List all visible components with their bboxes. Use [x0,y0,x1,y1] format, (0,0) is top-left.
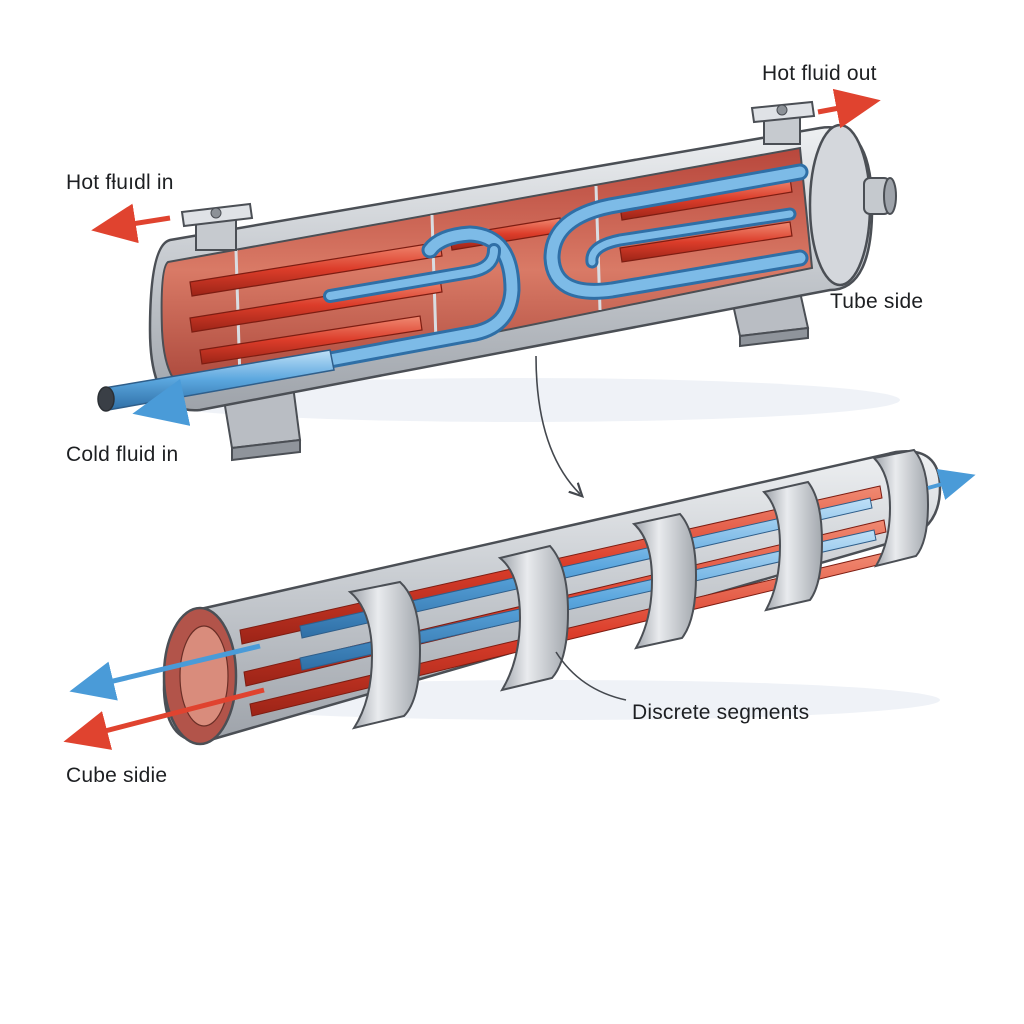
cube-side-label: Cube sidie [66,764,168,787]
tube-side-label: Tube side [830,290,924,313]
cold-fluid-in-label: Cold fluid in [66,443,179,466]
hot-fluid-out-label: Hot fluid out [762,62,877,85]
segment-rings [347,448,930,730]
hot-inlet-nozzle [180,202,254,251]
upper-exchanger [91,88,900,462]
hot-fluid-in-label: Hot fƚuıdl in [66,171,174,194]
hot-in-arrow [91,203,171,244]
hot-outlet-nozzle [750,100,816,145]
discrete-segments-label: Discrete segments [632,701,810,724]
hot-out-arrow [817,88,881,129]
end-cap [808,123,897,287]
connector-arrow [535,355,580,494]
cold-in-arrow [132,378,191,426]
lower-segmented-tube [63,448,976,750]
lower-right-arrow [927,469,976,500]
lower-cold-arrow [69,643,261,701]
segments-leader-line [555,651,627,701]
lower-hot-arrow [63,687,265,750]
